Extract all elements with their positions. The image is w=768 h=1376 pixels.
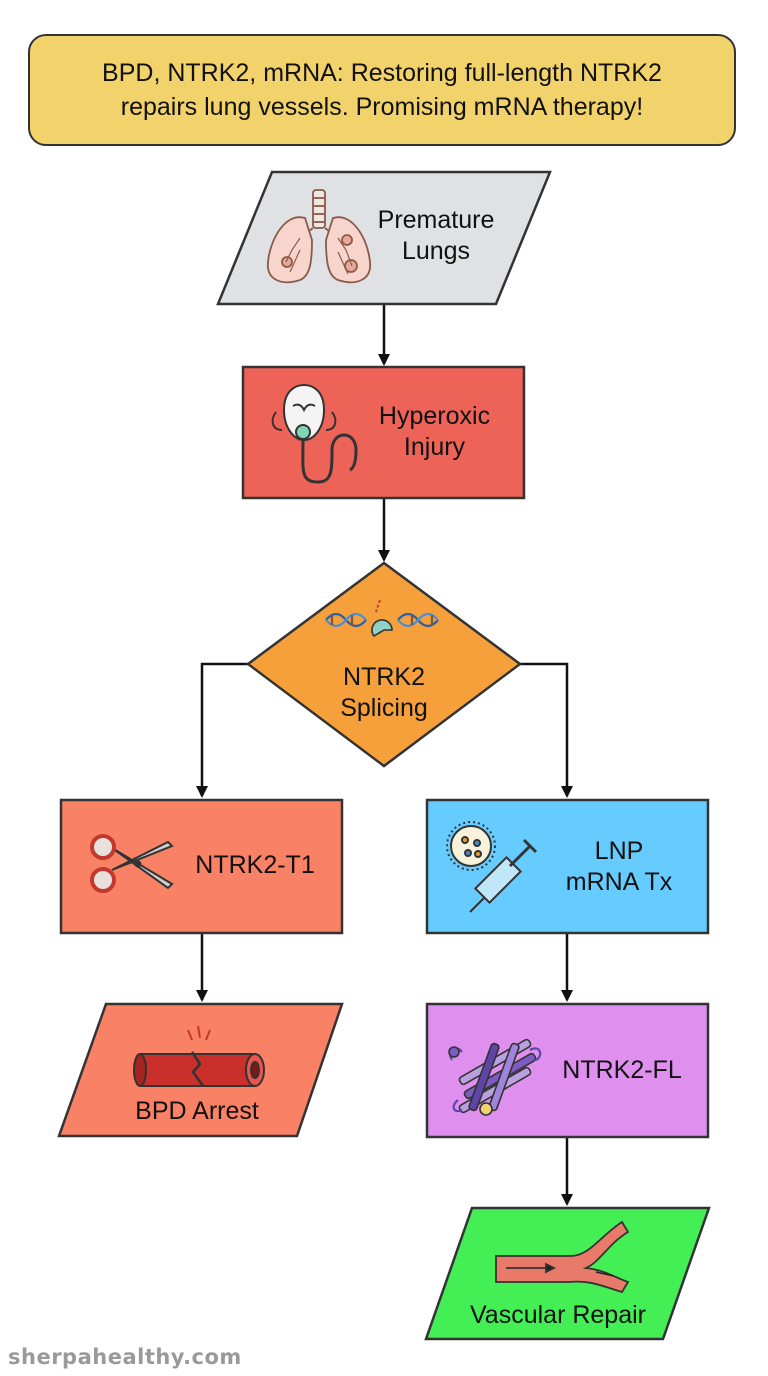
scissors-icon [90,834,174,893]
vascular-repair-text: Vascular Repair [469,1301,646,1329]
premature-lungs-line-2: Lungs [401,237,471,265]
hyperoxic-injury-line-2: Injury [403,433,466,461]
lnp-mrna-tx-line-2: mRNA Tx [565,868,673,896]
watermark: sherpahealthy.com [8,1345,242,1369]
title-banner: BPD, NTRK2, mRNA: Restoring full-length … [28,34,736,146]
premature-lungs-line-1: Premature [377,206,495,234]
title-line-1: BPD, NTRK2, mRNA: Restoring full-length … [102,59,662,87]
blood-vessel-icon [495,1220,630,1294]
broken-vessel-icon [133,1025,265,1087]
arrow-splicing-to-lnp [518,662,573,798]
bpd-arrest-text: BPD Arrest [135,1097,259,1125]
lungs-icon [267,189,371,284]
ntrk2-splicing-line-1: NTRK2 [343,663,425,691]
title-line-2: repairs lung vessels. Promising mRNA the… [120,93,644,121]
syringe-icon [446,821,538,913]
connectors [196,304,573,1206]
dna-splicing-icon [325,599,439,638]
ntrk2-fl-text: NTRK2-FL [562,1056,682,1084]
ntrk2-splicing-shape [245,561,523,768]
arrow-splicing-to-t1 [196,662,250,798]
hyperoxic-injury-label: Hyperoxic Injury [362,401,507,463]
vascular-repair-label: Vascular Repair [448,1300,668,1331]
ntrk2-splicing-label: NTRK2 Splicing [314,662,454,724]
oxygen-mask-icon [271,383,358,484]
hyperoxic-injury-line-1: Hyperoxic [378,402,491,430]
receptor-protein-icon [448,1038,542,1116]
premature-lungs-label: Premature Lungs [360,205,512,267]
ntrk2-splicing-line-2: Splicing [340,694,428,722]
ntrk2-t1-label: NTRK2-T1 [180,850,330,881]
ntrk2-t1-text: NTRK2-T1 [195,851,315,879]
lnp-mrna-tx-line-1: LNP [594,837,644,865]
lnp-mrna-tx-label: LNP mRNA Tx [554,836,684,898]
ntrk2-fl-label: NTRK2-FL [546,1055,698,1086]
ntrk2-fl-shape [425,1002,710,1139]
ntrk2-t1-shape [59,798,344,935]
bpd-arrest-label: BPD Arrest [112,1096,282,1127]
